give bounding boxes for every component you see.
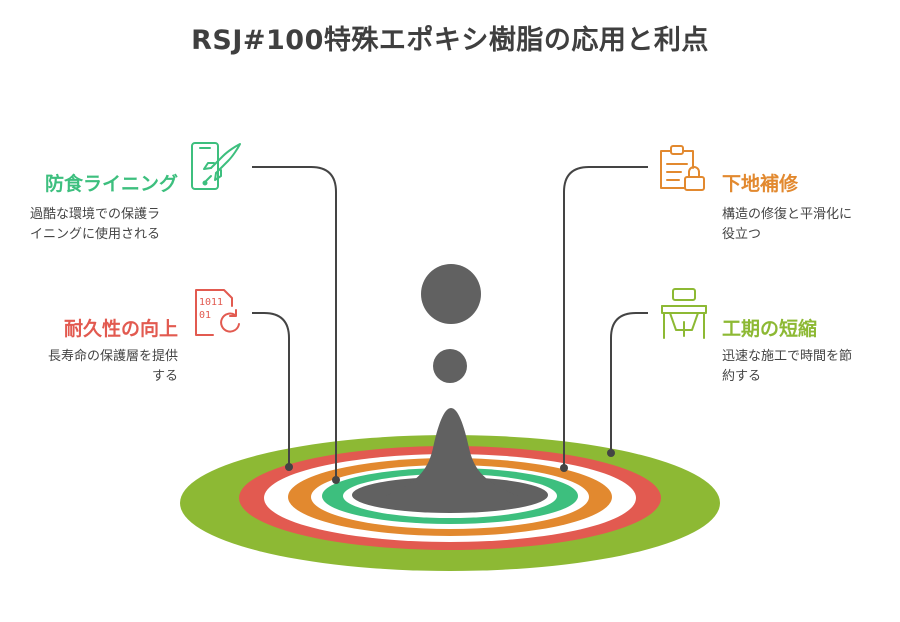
durability-heading: 耐久性の向上 [63, 318, 178, 340]
repair-description-line-1: 構造の修復と平滑化に [722, 207, 853, 222]
connector-dot-durability [285, 463, 293, 471]
connector-line-repair [563, 166, 648, 468]
binary-document-refresh-icon: 1011 01 [195, 289, 240, 336]
durability-description-line-2: する [151, 369, 178, 384]
workstation-icon [661, 288, 707, 339]
connector-line-durability [252, 312, 290, 467]
lining-description: 過酷な環境での保護ラ イニングに使用される [30, 205, 160, 245]
large-drop [421, 264, 481, 324]
connector-line-lining [252, 166, 337, 480]
splash-column [386, 408, 518, 496]
repair-description-line-2: 役立つ [722, 227, 762, 242]
durability-description-line-1: 長寿命の保護層を提供 [47, 349, 178, 364]
connector-dot-shorten [607, 449, 615, 457]
clipboard-lock-icon [660, 145, 705, 191]
repair-heading: 下地補修 [722, 173, 799, 195]
svg-text:1011: 1011 [199, 297, 223, 308]
svg-text:01: 01 [199, 310, 211, 321]
durability-description: 長寿命の保護層を提供 する [48, 347, 178, 387]
connector-dot-lining [332, 476, 340, 484]
page-title: RSJ#100特殊エポキシ樹脂の応用と利点 [191, 25, 709, 56]
shorten-heading: 工期の短縮 [722, 318, 818, 340]
repair-description: 構造の修復と平滑化に 役立つ [722, 205, 852, 245]
lining-description-line-2: イニングに使用される [30, 227, 161, 242]
connector-dot-repair [560, 464, 568, 472]
shorten-description-line-1: 迅速な施工で時間を節 [722, 349, 853, 364]
phone-rocket-icon [191, 142, 241, 190]
connector-line-shorten [610, 312, 648, 453]
small-drop [433, 349, 467, 383]
lining-heading: 防食ライニング [44, 173, 178, 195]
shorten-description: 迅速な施工で時間を節 約する [722, 347, 852, 387]
lining-description-line-1: 過酷な環境での保護ラ [30, 207, 161, 222]
shorten-description-line-2: 約する [722, 369, 762, 384]
